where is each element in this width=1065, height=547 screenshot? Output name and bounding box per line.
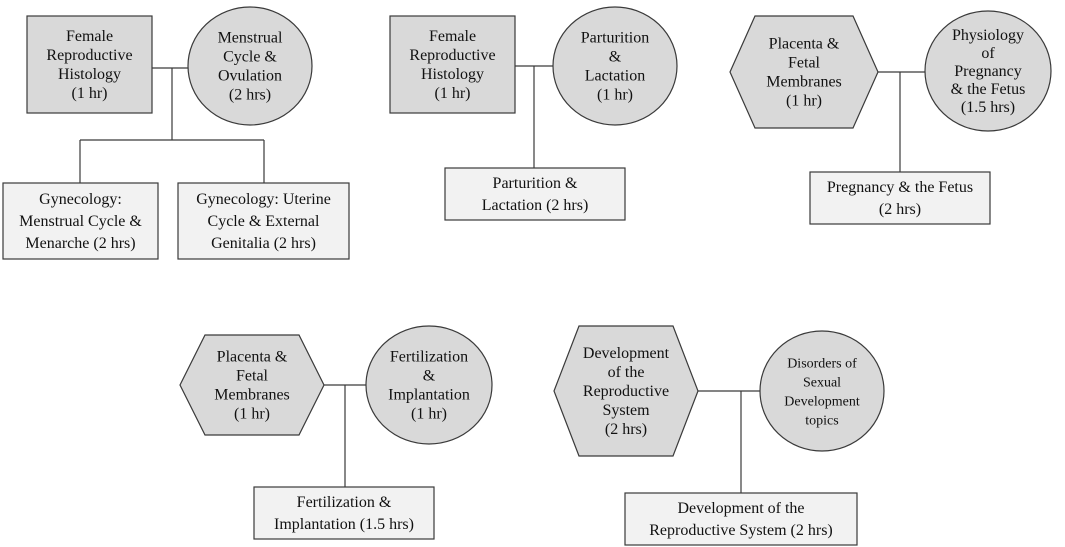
session-box-line: Menstrual Cycle & [19,213,142,230]
left-node-line: Reproductive [46,47,132,64]
session-box [624,492,858,546]
right-node-text: Fertilization & Implantation (1 hr) [388,349,470,423]
circle-node [924,10,1052,132]
topic-group-1 [2,6,350,260]
left-node-line: Placenta & [769,36,840,53]
right-node-text: Parturition & Lactation (1 hr) [581,30,649,104]
circle-node [552,6,678,126]
right-node-line: Sexual [803,376,841,391]
circle-node [365,325,493,445]
left-node-line: Reproductive [583,383,669,400]
topic-group-5 [553,325,885,546]
hexagon-node [729,15,879,129]
histology-box [26,15,153,114]
right-node-line: & the Fetus [951,81,1026,98]
session-box [444,167,626,221]
right-node-line: Fertilization [390,349,468,366]
session-box-line: Lactation (2 hrs) [482,197,589,214]
topic-group-4 [179,325,493,540]
right-node-line: of [981,45,995,62]
left-node-line: (1 hr) [234,406,270,423]
right-node-line: Ovulation [218,68,282,85]
session-box-line: Pregnancy & the Fetus [827,179,973,196]
right-node-line: Cycle & [223,49,277,66]
circle-node [759,330,885,452]
left-node-line: Reproductive [409,47,495,64]
left-node-line: (2 hrs) [605,421,647,438]
topic-group-3 [729,10,1052,225]
right-node-line: & [423,368,436,385]
left-node-line: Membranes [214,387,290,404]
session-box-line: Cycle & External [208,213,321,230]
session-box [2,182,159,260]
left-node-line: Female [429,28,476,45]
hexagon-node [179,334,325,436]
session-box-line: Parturition & [493,175,578,192]
right-node-line: Disorders of [787,357,857,372]
left-node-line: (1 hr) [72,85,108,102]
right-node-line: (2 hrs) [229,87,271,104]
right-node-line: (1.5 hrs) [961,99,1015,116]
session-box-text: Parturition & Lactation (2 hrs) [482,175,589,214]
right-node-line: Parturition [581,30,649,47]
right-node-line: topics [805,414,838,429]
left-node-line: Female [66,28,113,45]
right-node-line: (1 hr) [411,406,447,423]
left-node-line: Development [583,345,670,362]
right-node-line: Implantation [388,387,470,404]
right-node-line: & [609,49,622,66]
histology-box [389,15,516,114]
session-box [809,171,991,225]
topic-group-2 [389,6,678,221]
session-box-line: Fertilization & [297,494,392,511]
left-node-line: Histology [58,66,121,83]
right-node-line: Menstrual [218,30,283,47]
session-box-line: (2 hrs) [879,201,921,218]
session-box-text: Gynecology: Menstrual Cycle & Menarche (2 … [19,191,142,252]
hexagon-node [553,325,699,457]
left-node-line: Fetal [788,55,821,72]
session-box-line: Development of the [677,500,804,517]
session-box-line: Gynecology: Uterine [196,191,331,208]
left-node-line: Placenta & [217,349,288,366]
left-node-line: (1 hr) [435,85,471,102]
session-box-line: Genitalia (2 hrs) [211,235,316,252]
session-box-line: Menarche (2 hrs) [25,235,135,252]
left-node-line: System [602,402,650,419]
session-box [253,486,435,540]
session-box-line: Gynecology: [39,191,122,208]
left-node-line: Membranes [766,74,842,91]
session-box-line: Implantation (1.5 hrs) [274,516,414,533]
circle-node [187,6,313,126]
right-node-line: Pregnancy [954,63,1022,80]
session-box-line: Reproductive System (2 hrs) [649,522,833,539]
session-box-text: Fertilization & Implantation (1.5 hrs) [274,494,414,533]
left-node-line: Histology [421,66,484,83]
left-node-line: of the [608,364,645,381]
left-node-line: (1 hr) [786,93,822,110]
left-node-line: Fetal [236,368,269,385]
right-node-line: Development [784,395,860,410]
session-box [177,182,350,260]
session-box-text: Pregnancy & the Fetus (2 hrs) [827,179,973,218]
right-node-line: (1 hr) [597,87,633,104]
right-node-line: Physiology [952,27,1024,44]
right-node-line: Lactation [585,68,645,85]
